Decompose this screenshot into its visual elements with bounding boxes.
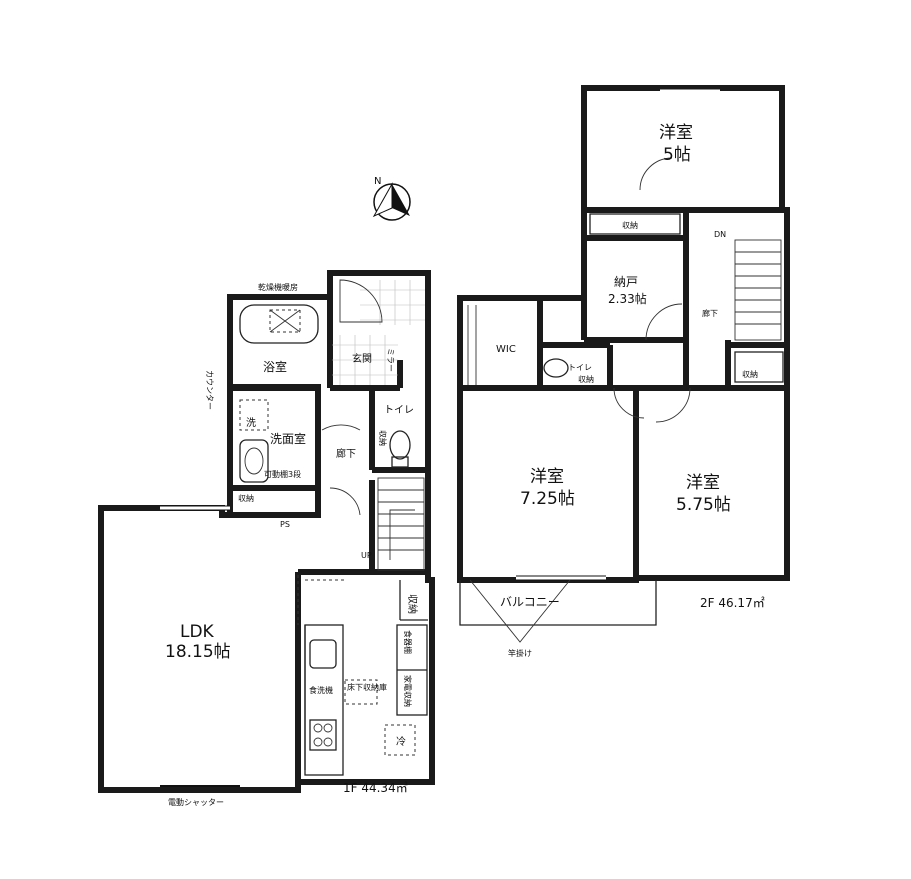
entrance-label: 玄関 bbox=[352, 352, 372, 365]
floor1-plan bbox=[98, 270, 435, 793]
room1-size: 5帖 bbox=[663, 145, 691, 165]
wash-mark: 洗 bbox=[246, 417, 256, 429]
toilet-storage-label-2f: 収納 bbox=[578, 374, 594, 384]
stair-storage-label: 収納 bbox=[406, 594, 419, 614]
hall-label-2f: 廊下 bbox=[702, 308, 718, 318]
toilet-label-1f: トイレ bbox=[384, 405, 414, 416]
hall-label-1f: 廊下 bbox=[336, 447, 356, 460]
floor2-outer-wall bbox=[457, 85, 790, 583]
room3-size: 5.75帖 bbox=[676, 495, 731, 515]
floor2-plan bbox=[457, 85, 790, 643]
underfloor-label: 床下収納庫 bbox=[347, 682, 387, 692]
washroom-label: 洗面室 bbox=[270, 431, 306, 446]
floor1-outer-wall bbox=[98, 270, 435, 793]
balcony-label: バルコニー bbox=[500, 595, 560, 609]
bath-label: 浴室 bbox=[263, 359, 287, 374]
closet1-label: 収納 bbox=[622, 220, 638, 230]
ps-label: PS bbox=[280, 520, 290, 529]
shutter-label: 電動シャッター bbox=[168, 798, 224, 807]
room1-label: 洋室 bbox=[659, 123, 693, 143]
dryer-label: 乾燥機暖房 bbox=[258, 282, 298, 292]
room2-size: 7.25帖 bbox=[520, 489, 575, 509]
toilet-storage-label-1f: 収納 bbox=[378, 430, 388, 446]
nando-size: 2.33帖 bbox=[608, 291, 647, 306]
room3-label: 洋室 bbox=[686, 473, 720, 493]
compass-north-label: N bbox=[374, 176, 381, 187]
ldk-label: LDK bbox=[180, 622, 215, 642]
pantry-label: 食器棚 bbox=[403, 630, 413, 654]
wic-label: WIC bbox=[496, 344, 516, 355]
room2-label: 洋室 bbox=[530, 467, 564, 487]
floor2-area-label: 2F 46.17㎡ bbox=[700, 596, 765, 610]
pole-label: 竿掛け bbox=[508, 648, 532, 658]
ldk-size: 18.15帖 bbox=[165, 642, 231, 662]
dishwasher-label: 食洗機 bbox=[309, 685, 333, 695]
fridge-mark: 冷 bbox=[396, 735, 406, 748]
mirror-label: ミラー bbox=[386, 348, 395, 372]
up-label: UP bbox=[361, 551, 372, 560]
toilet-label-2f: トイレ bbox=[568, 363, 592, 372]
compass-icon: N bbox=[372, 176, 411, 221]
counter-label: カウンター bbox=[205, 370, 214, 410]
dn-label: DN bbox=[714, 230, 726, 239]
nando-label: 納戸 bbox=[614, 275, 638, 289]
appliance-label: 家電収納 bbox=[403, 675, 413, 707]
shelf-label: 可動棚3段 bbox=[264, 469, 301, 479]
storage-label: 収納 bbox=[238, 493, 254, 503]
floor1-area-label: 1F 44.34㎡ bbox=[343, 781, 408, 795]
storage-label-2f: 収納 bbox=[742, 369, 758, 379]
